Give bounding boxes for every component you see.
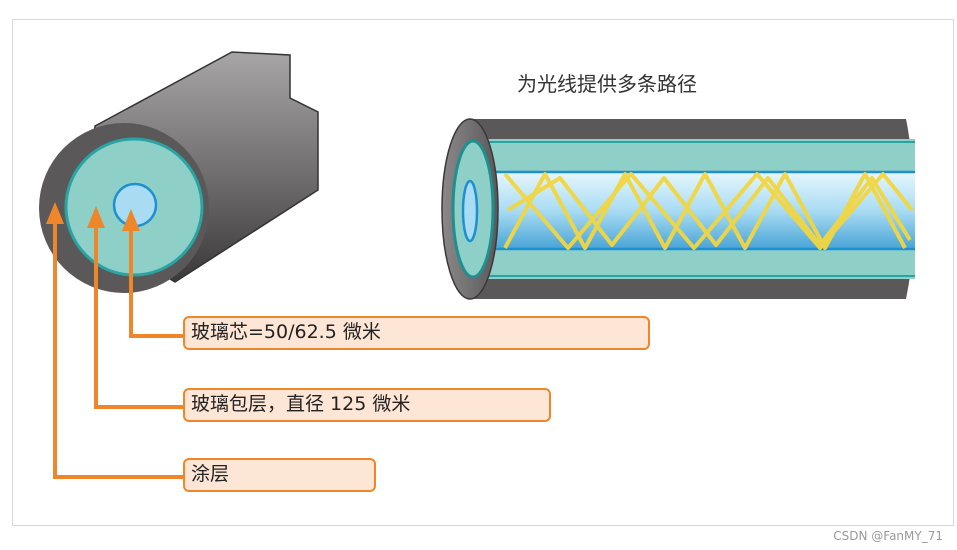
core-label: 玻璃芯=50/62.5 微米 [183, 316, 650, 350]
watermark: CSDN @FanMY_71 [833, 529, 943, 543]
fiber-cross-section [39, 51, 319, 293]
coating-label: 涂层 [183, 458, 376, 492]
light-path-mode-2 [503, 172, 914, 250]
light-paths-heading: 为光线提供多条路径 [517, 72, 697, 96]
coating-leader [53, 218, 185, 479]
cladding-leader [94, 222, 185, 409]
cladding-label: 玻璃包层，直径 125 微米 [183, 388, 551, 422]
arrow-heads [46, 202, 140, 231]
core-leader [129, 226, 185, 338]
light-paths [503, 172, 914, 250]
core-arrowhead [122, 209, 140, 231]
tube-end-core [461, 179, 479, 243]
leader-arrows [53, 218, 185, 479]
coating-arrowhead [46, 202, 64, 224]
light-path-mode-3 [506, 176, 912, 247]
cladding-arrowhead [87, 206, 105, 228]
tube-core [470, 172, 915, 249]
fiber-longitudinal [441, 118, 915, 300]
